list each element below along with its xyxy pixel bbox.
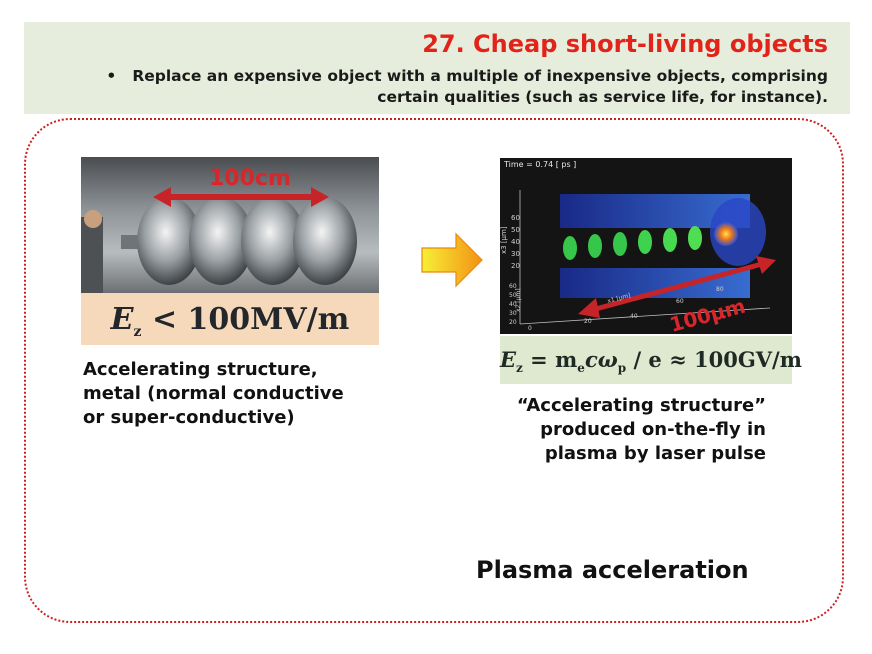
field-formula-metal: Ez < 100MV/m [81, 295, 379, 345]
person-silhouette [81, 217, 103, 297]
cavity-cell-2 [189, 197, 253, 285]
time-label: Time = 0.74 [ ps ] [504, 160, 577, 169]
cavity-cell-1 [137, 197, 201, 285]
caption-right-line-2: produced on-the-fly in [540, 419, 766, 440]
plasma-acceleration-label: Plasma acceleration [476, 556, 749, 584]
wake-bubbles-green [563, 226, 702, 260]
cavity-cell-4 [293, 197, 357, 285]
axis-horizontal [519, 307, 771, 325]
plasma-formula-band: Ez = mecωp / e ≈ 100GV/m [500, 336, 802, 384]
scale-label: 100cm [209, 166, 291, 191]
formula-sub-z: z [133, 324, 142, 340]
slide-title: 27. Cheap short-living objects [422, 30, 828, 58]
formula-value: < 100MV/m [151, 302, 350, 337]
cavity-cell-3 [241, 197, 305, 285]
depth-axis-title: x2 [μm] [515, 288, 522, 312]
caption-plasma-structure: “Accelerating structure” produced on-the… [480, 394, 766, 466]
y-tick-40: 40 [511, 238, 520, 246]
caption-right-line-3: plasma by laser pulse [544, 443, 766, 464]
plasma-formula-sub-z: z [516, 361, 523, 376]
depth-tick-60: 60 [509, 283, 517, 290]
caption-left-line-1: Accelerating structure, [83, 359, 318, 380]
person-head [84, 210, 102, 228]
scale-arrow-head-right [311, 187, 329, 207]
x-tick-20: 20 [584, 318, 592, 325]
bullet-line-1: Replace an expensive object with a multi… [132, 67, 828, 85]
caption-right-line-1: “Accelerating structure” [516, 395, 766, 416]
plasma-formula-part1: = m [530, 347, 578, 372]
scale-arrow-head-left [153, 187, 171, 207]
bullet-marker: • [106, 67, 117, 85]
caption-metal-structure: Accelerating structure, metal (normal co… [83, 358, 383, 430]
x-tick-60: 60 [676, 298, 684, 305]
bullet-text: • Replace an expensive object with a mult… [68, 66, 828, 108]
content-frame [24, 118, 844, 623]
y-tick-60: 60 [511, 214, 520, 222]
accelerator-photo: 100cm Ez < 100MV/m [81, 157, 379, 345]
y-tick-50: 50 [511, 226, 520, 234]
caption-left-line-2: metal (normal conductive [83, 383, 344, 404]
y-axis-title: x3 [μm] [500, 226, 508, 254]
caption-left-line-3: or super-conductive) [83, 407, 295, 428]
depth-tick-30: 30 [509, 310, 517, 317]
depth-tick-20: 20 [509, 319, 517, 326]
cavity-illustration: 100cm [81, 166, 357, 297]
wakefield-visualization: 100μm x3 [μm] 60 50 40 30 20 x2 [μm] 60 … [500, 190, 776, 334]
plasma-simulation-plot: 100μm x3 [μm] 60 50 40 30 20 x2 [μm] 60 … [500, 158, 792, 334]
field-formula-plasma: Ez = mecωp / e ≈ 100GV/m [500, 347, 802, 376]
transition-arrow-icon [421, 232, 483, 288]
x-tick-0: 0 [528, 325, 532, 332]
plasma-formula-part3: / e ≈ 100GV/m [633, 347, 802, 372]
y-tick-30: 30 [511, 250, 520, 258]
x-tick-80: 80 [716, 286, 724, 293]
depth-tick-40: 40 [509, 301, 517, 308]
y-tick-20: 20 [511, 262, 520, 270]
x-tick-40: 40 [630, 313, 638, 320]
micron-arrow-head-left [578, 298, 600, 318]
bullet-line-2: certain qualities (such as service life,… [377, 88, 828, 106]
micron-arrow-head-right [756, 256, 776, 274]
formula-band [81, 293, 379, 345]
header-band: 27. Cheap short-living objects • Replace … [24, 22, 850, 114]
laser-envelope [710, 198, 766, 266]
micron-scale-arrow [591, 261, 763, 313]
laser-pulse [714, 222, 738, 246]
plasma-formula-part2: cω [584, 347, 618, 372]
plasma-formula-symbol-e: E [500, 347, 517, 372]
formula-symbol-e: E [110, 302, 134, 337]
depth-tick-50: 50 [509, 292, 517, 299]
